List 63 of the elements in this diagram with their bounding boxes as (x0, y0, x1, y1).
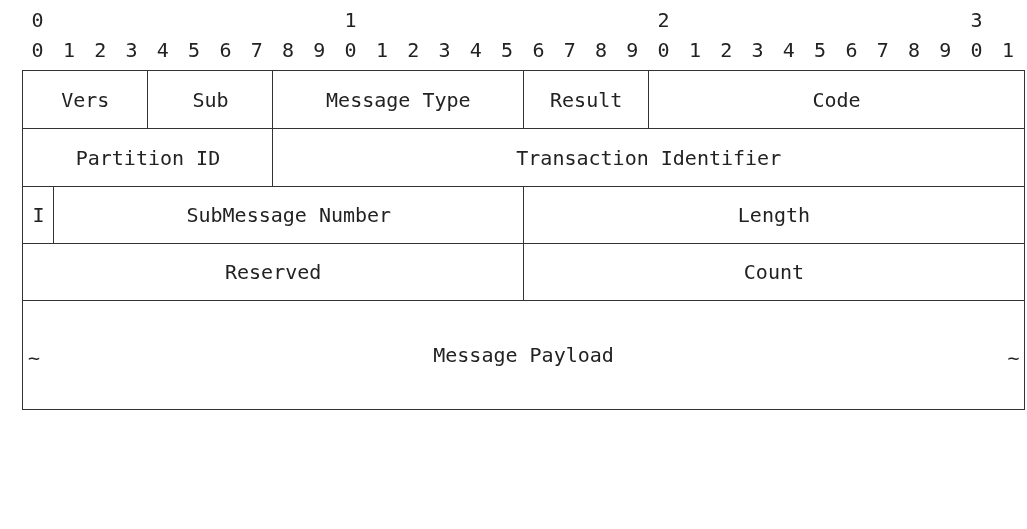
packet-field (22, 243, 525, 302)
packet-field (272, 70, 525, 130)
field-label: Vers (61, 87, 110, 112)
continuation-mark: ~ (28, 346, 40, 370)
bit-number: 3 (125, 38, 138, 62)
bit-number: 8 (908, 38, 921, 62)
bit-number: 5 (188, 38, 201, 62)
packet-field (522, 186, 1026, 245)
field-label: Count (743, 260, 805, 285)
packet-field (22, 300, 1026, 410)
bit-number: 0 (31, 8, 44, 32)
bit-number: 7 (876, 38, 889, 62)
field-label: Message Type (326, 87, 471, 112)
bit-number: 5 (501, 38, 514, 62)
packet-field (53, 186, 525, 245)
bit-number: 8 (595, 38, 608, 62)
bit-number: 0 (657, 38, 670, 62)
field-label: Reserved (225, 260, 322, 285)
field-label: SubMessage Number (186, 203, 392, 228)
packet-field (522, 243, 1026, 302)
bit-number: 7 (563, 38, 576, 62)
bit-number: 4 (469, 38, 482, 62)
packet-field (272, 128, 1026, 188)
bit-number: 0 (31, 38, 44, 62)
packet-field (22, 70, 149, 130)
field-label: I (32, 203, 45, 228)
bit-number: 1 (375, 38, 388, 62)
packet-field (648, 70, 1026, 130)
bit-number: 6 (845, 38, 858, 62)
bit-number: 2 (720, 38, 733, 62)
field-label: Partition ID (75, 145, 221, 170)
bit-number: 2 (94, 38, 107, 62)
bit-number: 8 (282, 38, 295, 62)
field-label: Sub (192, 87, 229, 112)
bit-number: 9 (313, 38, 326, 62)
field-label: Code (812, 87, 861, 112)
bit-number: 1 (344, 8, 357, 32)
packet-field (22, 186, 55, 245)
bit-number: 2 (407, 38, 420, 62)
field-label: Transaction Identifier (516, 145, 782, 170)
field-label: Message Payload (433, 342, 614, 367)
bit-number: 3 (970, 8, 983, 32)
bit-number: 7 (250, 38, 263, 62)
bit-number: 1 (688, 38, 701, 62)
packet-field (147, 70, 274, 130)
bit-number: 3 (438, 38, 451, 62)
bit-number: 6 (532, 38, 545, 62)
bit-number: 6 (219, 38, 232, 62)
continuation-mark: ~ (1007, 346, 1020, 370)
bit-number: 0 (344, 38, 357, 62)
bit-number: 5 (814, 38, 827, 62)
bit-number: 2 (657, 8, 670, 32)
field-label: Result (550, 87, 623, 112)
bit-number: 1 (1001, 38, 1014, 62)
bit-number: 4 (782, 38, 795, 62)
packet-field (22, 128, 274, 188)
bit-number: 4 (156, 38, 169, 62)
field-label: Length (737, 203, 811, 228)
bit-number: 9 (626, 38, 639, 62)
bit-number: 0 (970, 38, 983, 62)
bit-number: 1 (62, 38, 75, 62)
bit-number: 3 (751, 38, 764, 62)
bit-number: 9 (939, 38, 952, 62)
